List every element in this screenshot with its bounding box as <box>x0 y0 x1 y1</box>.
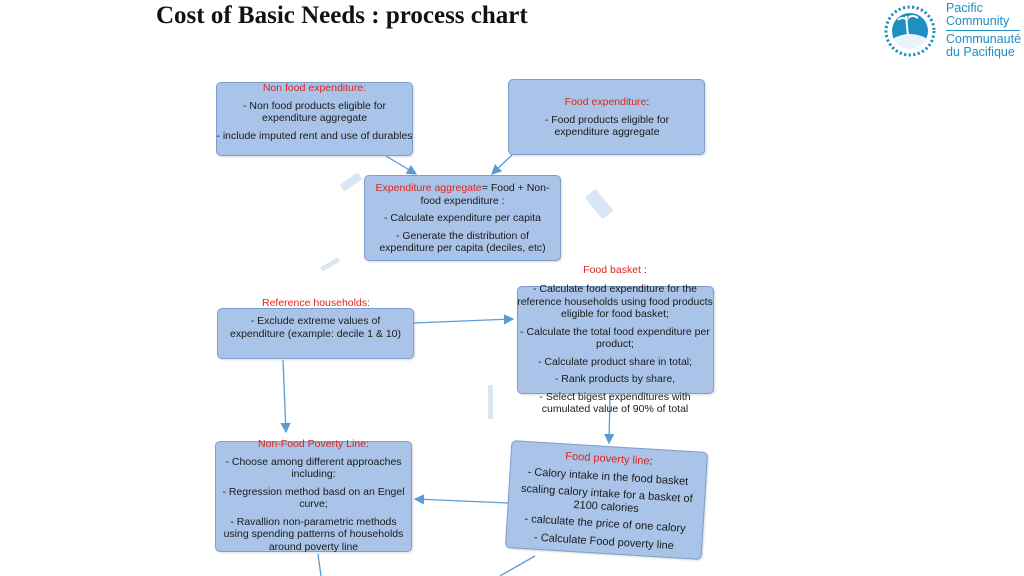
non-food-poverty-line-text: Non-Food Poverty Line: - Choose among di… <box>218 438 409 553</box>
logo-divider <box>946 30 1020 31</box>
food-basket-line-1: - Calculate food expenditure for the ref… <box>517 283 713 320</box>
reference-households-heading: Reference households: <box>262 297 370 309</box>
decorative-shape <box>488 385 493 419</box>
food-poverty-line-text: Food poverty line: - Calory intake in th… <box>508 447 704 553</box>
logo-text-en: Pacific Community <box>946 2 1009 28</box>
reference-households-box <box>217 308 414 359</box>
arrow-reference-to-basket <box>413 314 515 325</box>
food-basket-box <box>517 286 714 394</box>
pacific-community-logo: Pacific Community Communauté du Pacifiqu… <box>882 2 1022 62</box>
reference-households-text: - Exclude extreme values of expenditure … <box>226 315 405 340</box>
non-food-expenditure-text: Non food expenditure: - Non food product… <box>216 82 413 142</box>
arrow-food-to-aggregate <box>491 153 514 175</box>
expenditure-aggregate-heading: Expenditure aggregate <box>375 182 482 194</box>
food-expenditure-line-1: - Food products eligible for expenditure… <box>544 113 670 139</box>
non-food-expenditure-heading: Non food expenditure: <box>262 82 367 94</box>
page-title: Cost of Basic Needs : process chart <box>156 2 528 29</box>
expenditure-aggregate-text: Expenditure aggregate= Food + Non-food e… <box>368 182 557 255</box>
non-food-line-2: - include imputed rent and use of durabl… <box>216 129 413 142</box>
logo-en-line2: Community <box>946 14 1010 28</box>
food-expenditure-text: Food expenditure: - Food products eligib… <box>532 96 682 139</box>
aggregate-line-1: - Calculate expenditure per capita <box>383 212 541 224</box>
food-basket-heading-suffix: : <box>640 264 647 276</box>
logo-emblem-icon <box>884 5 936 57</box>
arrow-nonfood-to-aggregate <box>385 155 418 175</box>
aggregate-line-2: - Generate the distribution of expenditu… <box>379 229 546 255</box>
nonfood-line-3: - Ravallion non-parametric methods using… <box>223 515 404 553</box>
expenditure-aggregate-heading-suffix: = Food + Non-food expenditure : <box>420 182 550 207</box>
non-food-poverty-line-box <box>215 441 412 552</box>
food-basket-heading: Food basket <box>583 264 641 276</box>
food-basket-text: - Calculate food expenditure for the ref… <box>516 283 714 416</box>
food-basket-line-3: - Calculate product share in total; <box>537 355 693 368</box>
arrow-basket-to-food-line <box>603 394 615 445</box>
food-expenditure-box <box>508 79 705 155</box>
logo-text-fr: Communauté du Pacifique <box>946 33 1021 59</box>
non-food-line-1: - Non food products eligible for expendi… <box>243 99 386 125</box>
arrow-food-line-to-nonfood-line <box>413 494 509 505</box>
nonfood-line-2: - Regression method basd on an Engel cur… <box>222 485 405 511</box>
food-basket-line-4: - Rank products by share, <box>554 373 676 385</box>
food-basket-heading-row: Food basket : <box>540 264 690 277</box>
logo-en-line1: Pacific <box>946 1 983 15</box>
non-food-poverty-line-heading: Non-Food Poverty Line: <box>258 438 369 450</box>
food-expenditure-heading-suffix: : <box>646 96 650 108</box>
non-food-expenditure-box <box>216 82 413 156</box>
logo-fr-line1: Communauté <box>946 32 1022 46</box>
logo-fr-line2: du Pacifique <box>946 45 1015 59</box>
arrow-reference-to-nonfood-line <box>280 359 291 434</box>
food-poverty-line-group: Food poverty line: - Calory intake in th… <box>504 440 709 560</box>
food-expenditure-heading: Food expenditure <box>564 96 647 108</box>
food-basket-line-2: - Calculate the total food expenditure p… <box>520 325 710 351</box>
nonfood-line-1: - Choose among different approaches incl… <box>225 455 402 481</box>
expenditure-aggregate-box <box>364 175 561 261</box>
arrow-food-line-down <box>499 555 536 576</box>
food-basket-line-5: - Select bigest expenditures with cumula… <box>539 390 691 416</box>
food-poverty-line-heading-suffix: : <box>649 455 654 468</box>
reference-line-1: - Exclude extreme values of expenditure … <box>229 315 401 340</box>
arrow-nonfood-line-down <box>317 553 322 576</box>
